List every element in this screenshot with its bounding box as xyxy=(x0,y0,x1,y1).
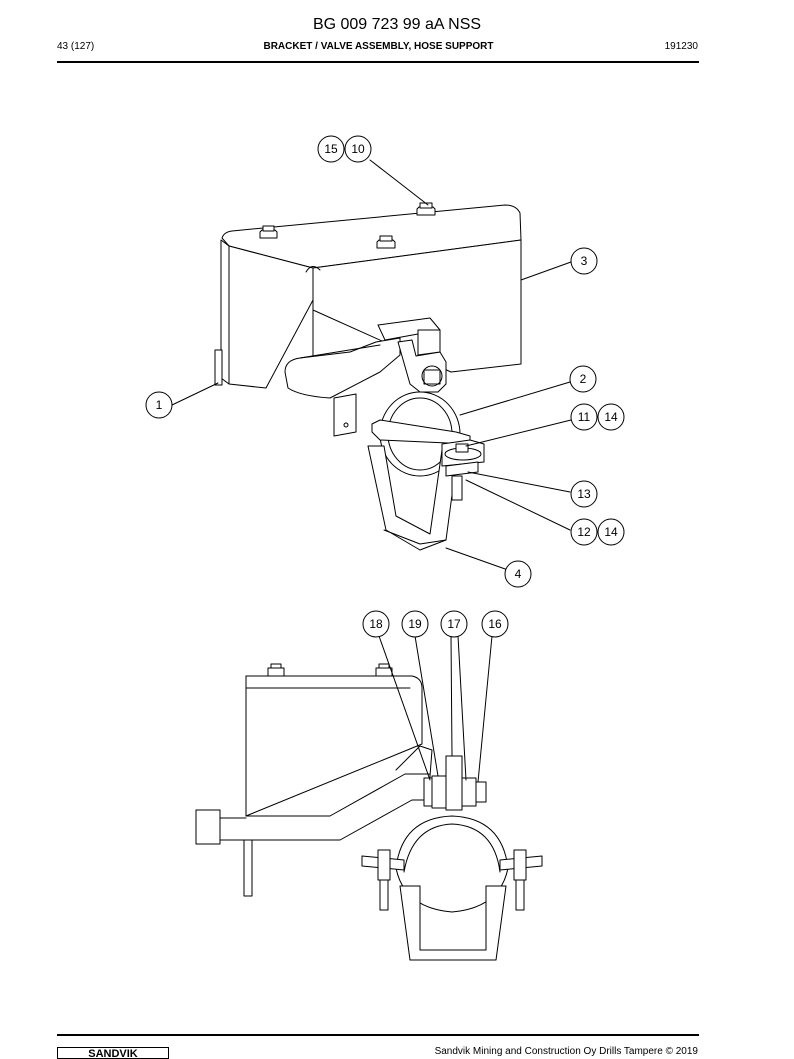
callout-labels: 15 10 3 1 2 11 14 13 12 14 4 18 19 17 16 xyxy=(156,142,618,631)
callout-1: 1 xyxy=(156,398,163,412)
document-title: BG 009 723 99 aA NSS xyxy=(312,16,482,33)
callout-bubble xyxy=(440,610,468,638)
callout-3: 3 xyxy=(581,254,588,268)
page-number: 43 (127) xyxy=(57,41,95,52)
callout-10: 10 xyxy=(351,142,365,156)
brand-logo: SANDVIK xyxy=(57,1047,169,1059)
callout-bubble xyxy=(401,610,429,638)
callout-bubble xyxy=(569,365,597,393)
callout-17: 17 xyxy=(447,617,461,631)
callout-14: 14 xyxy=(604,410,618,424)
callout-bubble xyxy=(570,480,598,508)
callout-bubble xyxy=(570,518,598,546)
callout-14: 14 xyxy=(604,525,618,539)
callout-bubble xyxy=(570,403,598,431)
side-view xyxy=(195,635,543,961)
header-rule xyxy=(57,61,699,63)
callout-19: 19 xyxy=(408,617,422,631)
callout-16: 16 xyxy=(488,617,502,631)
callout-4: 4 xyxy=(515,567,522,581)
callout-12: 12 xyxy=(577,525,591,539)
callout-bubble xyxy=(570,247,598,275)
footer-rule xyxy=(57,1034,699,1036)
callout-bubble xyxy=(597,518,625,546)
brand-logo-text: SANDVIK xyxy=(88,1048,138,1059)
callout-bubble xyxy=(362,610,390,638)
callout-bubbles xyxy=(145,135,625,638)
callout-bubble xyxy=(481,610,509,638)
callout-bubble xyxy=(317,135,345,163)
section-title: BRACKET / VALVE ASSEMBLY, HOSE SUPPORT xyxy=(263,41,494,52)
callout-11: 11 xyxy=(578,410,591,424)
callout-13: 13 xyxy=(577,487,591,501)
callout-bubble xyxy=(145,391,173,419)
callout-bubble xyxy=(597,403,625,431)
callout-18: 18 xyxy=(369,617,383,631)
callout-bubble xyxy=(504,560,532,588)
callout-2: 2 xyxy=(580,372,587,386)
callout-15: 15 xyxy=(324,142,338,156)
isometric-view xyxy=(171,159,572,571)
document-code: 191230 xyxy=(664,41,698,52)
callout-bubble xyxy=(344,135,372,163)
footer-copyright: Sandvik Mining and Construction Oy Drill… xyxy=(434,1046,698,1057)
